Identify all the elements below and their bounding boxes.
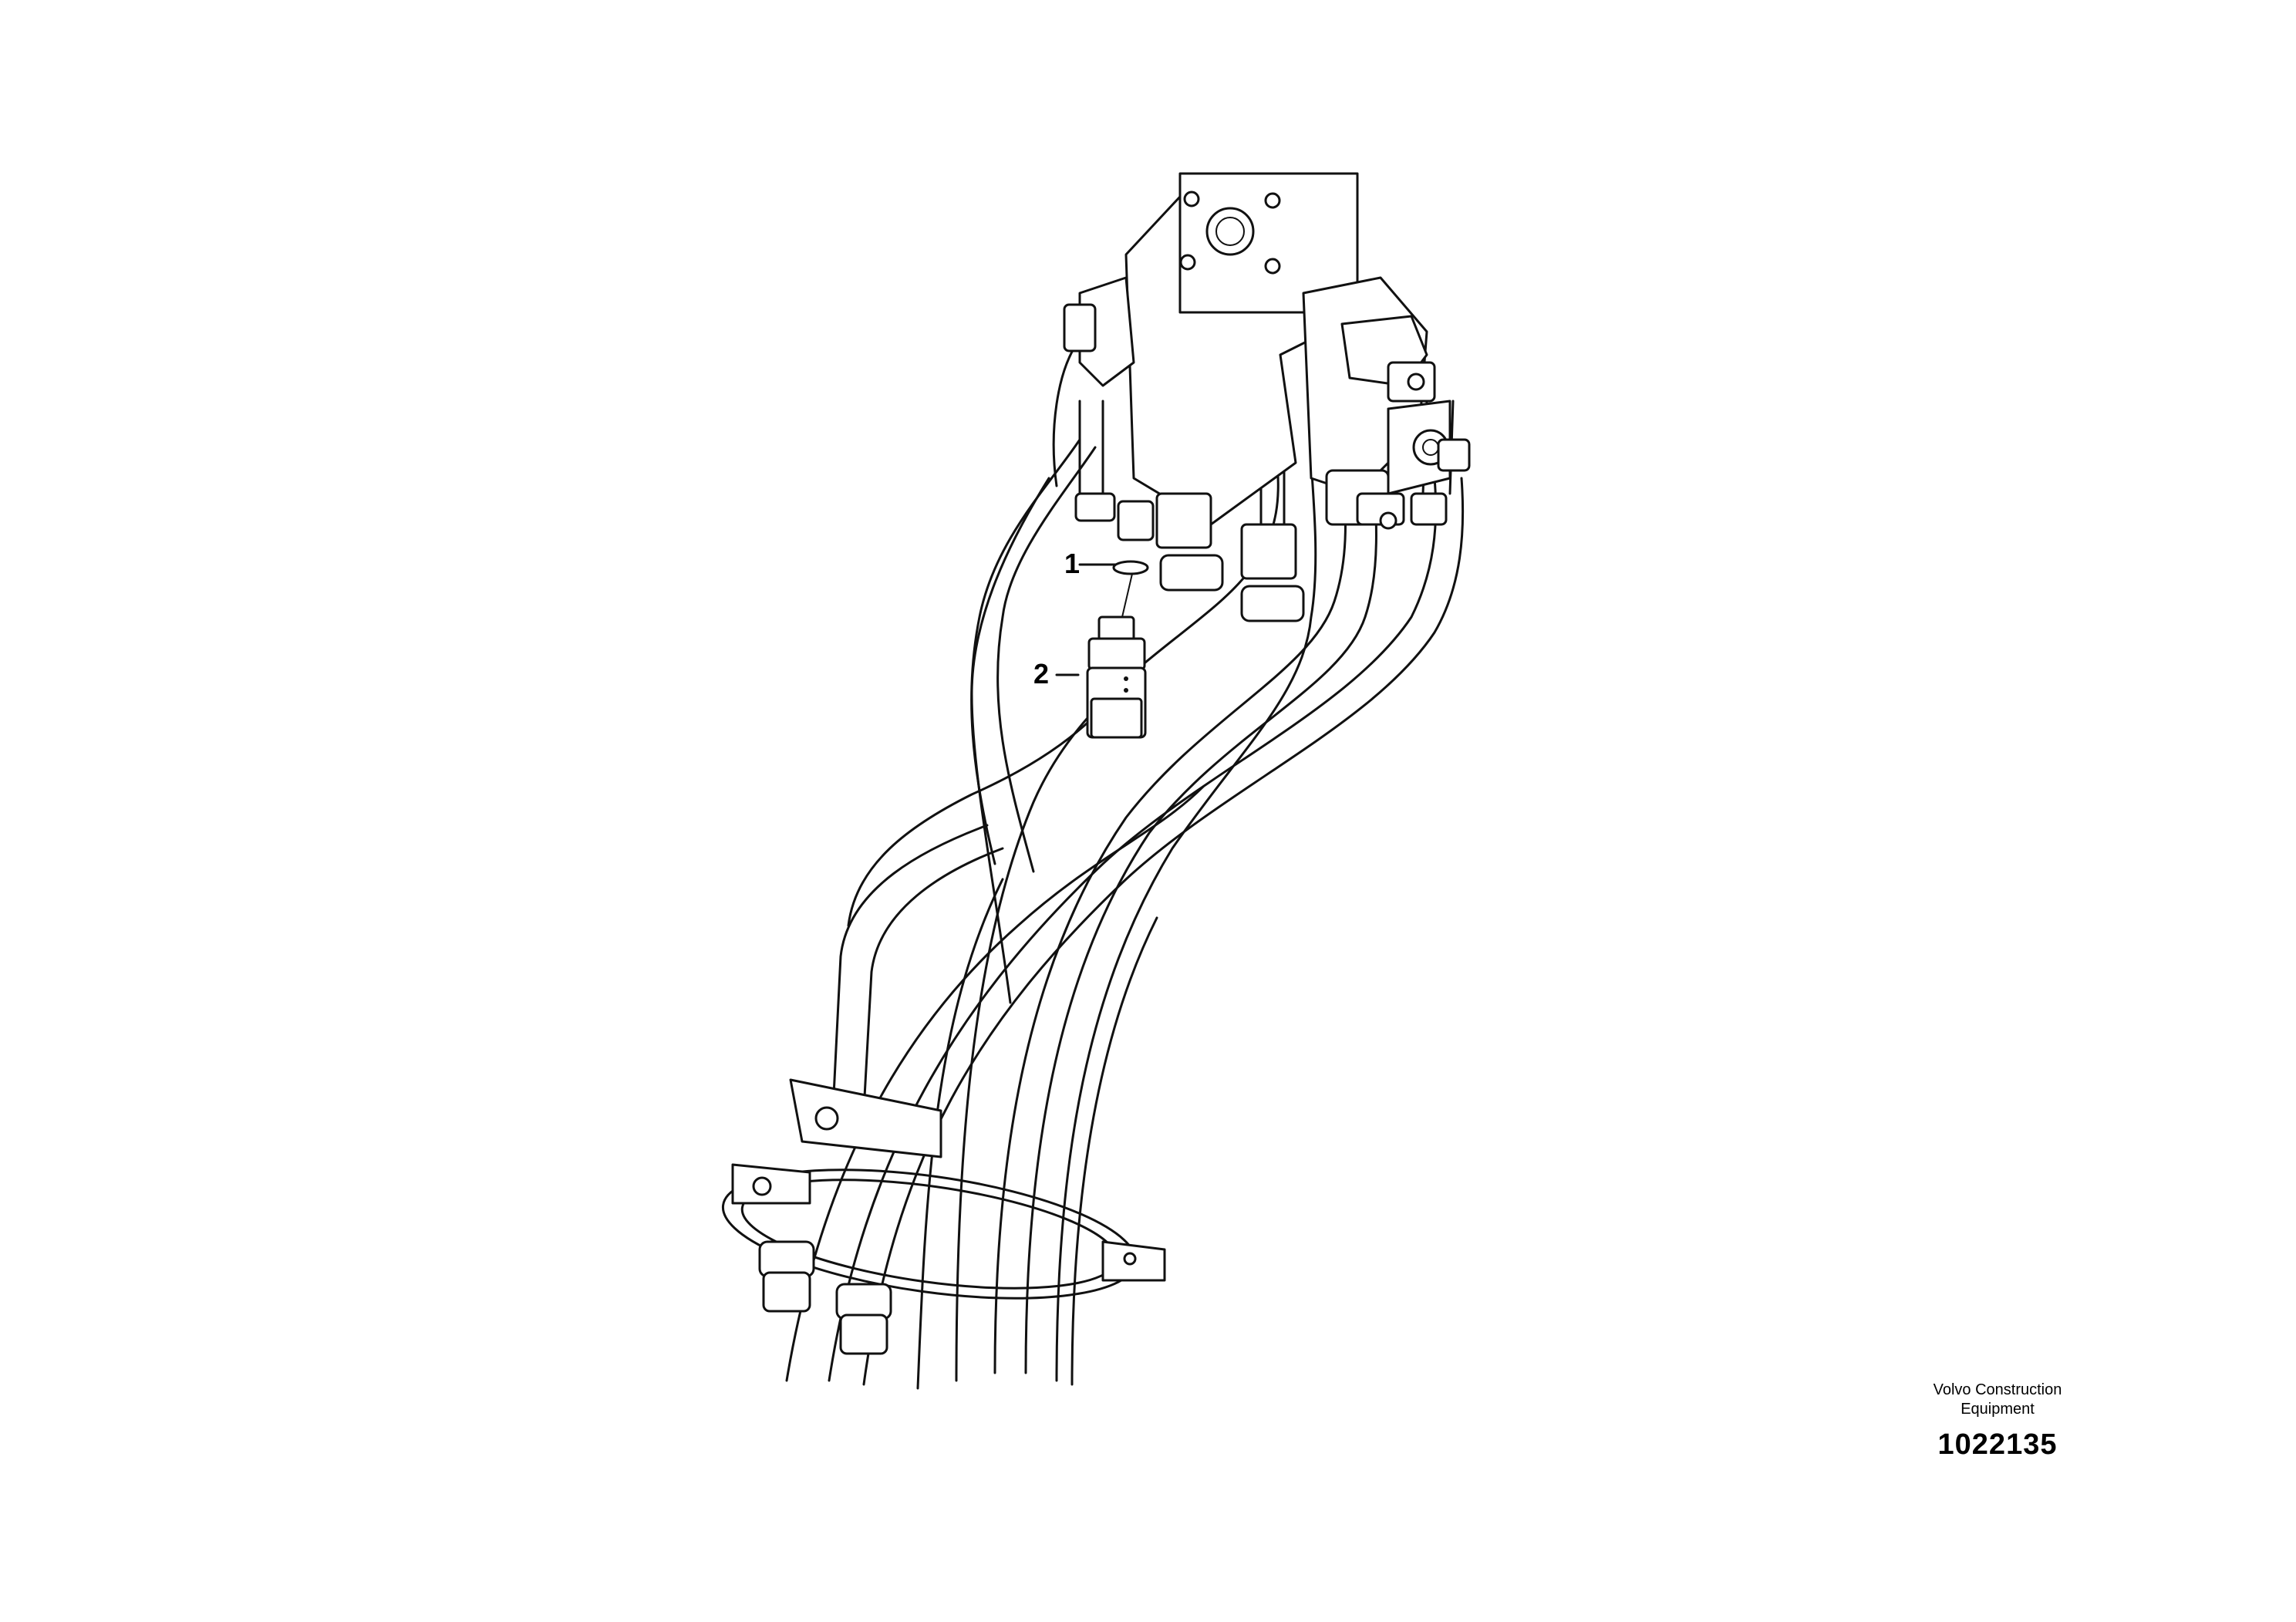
callout-2-label: 2 <box>1033 658 1050 690</box>
manufacturer-line-1: Volvo Construction <box>1933 1381 2062 1398</box>
callout-1-label: 1 <box>1064 548 1081 579</box>
illustration-number: 1022135 <box>1937 1428 2058 1461</box>
illustration-caption: Volvo Construction Equipment 1022135 <box>1882 1381 2113 1462</box>
pipe-clamp <box>721 1078 1166 1355</box>
o-ring-part <box>1078 560 1149 575</box>
valve-block <box>1063 172 1471 622</box>
manufacturer-line-2: Equipment <box>1961 1401 2035 1418</box>
pressure-sensor-part <box>1055 573 1147 739</box>
